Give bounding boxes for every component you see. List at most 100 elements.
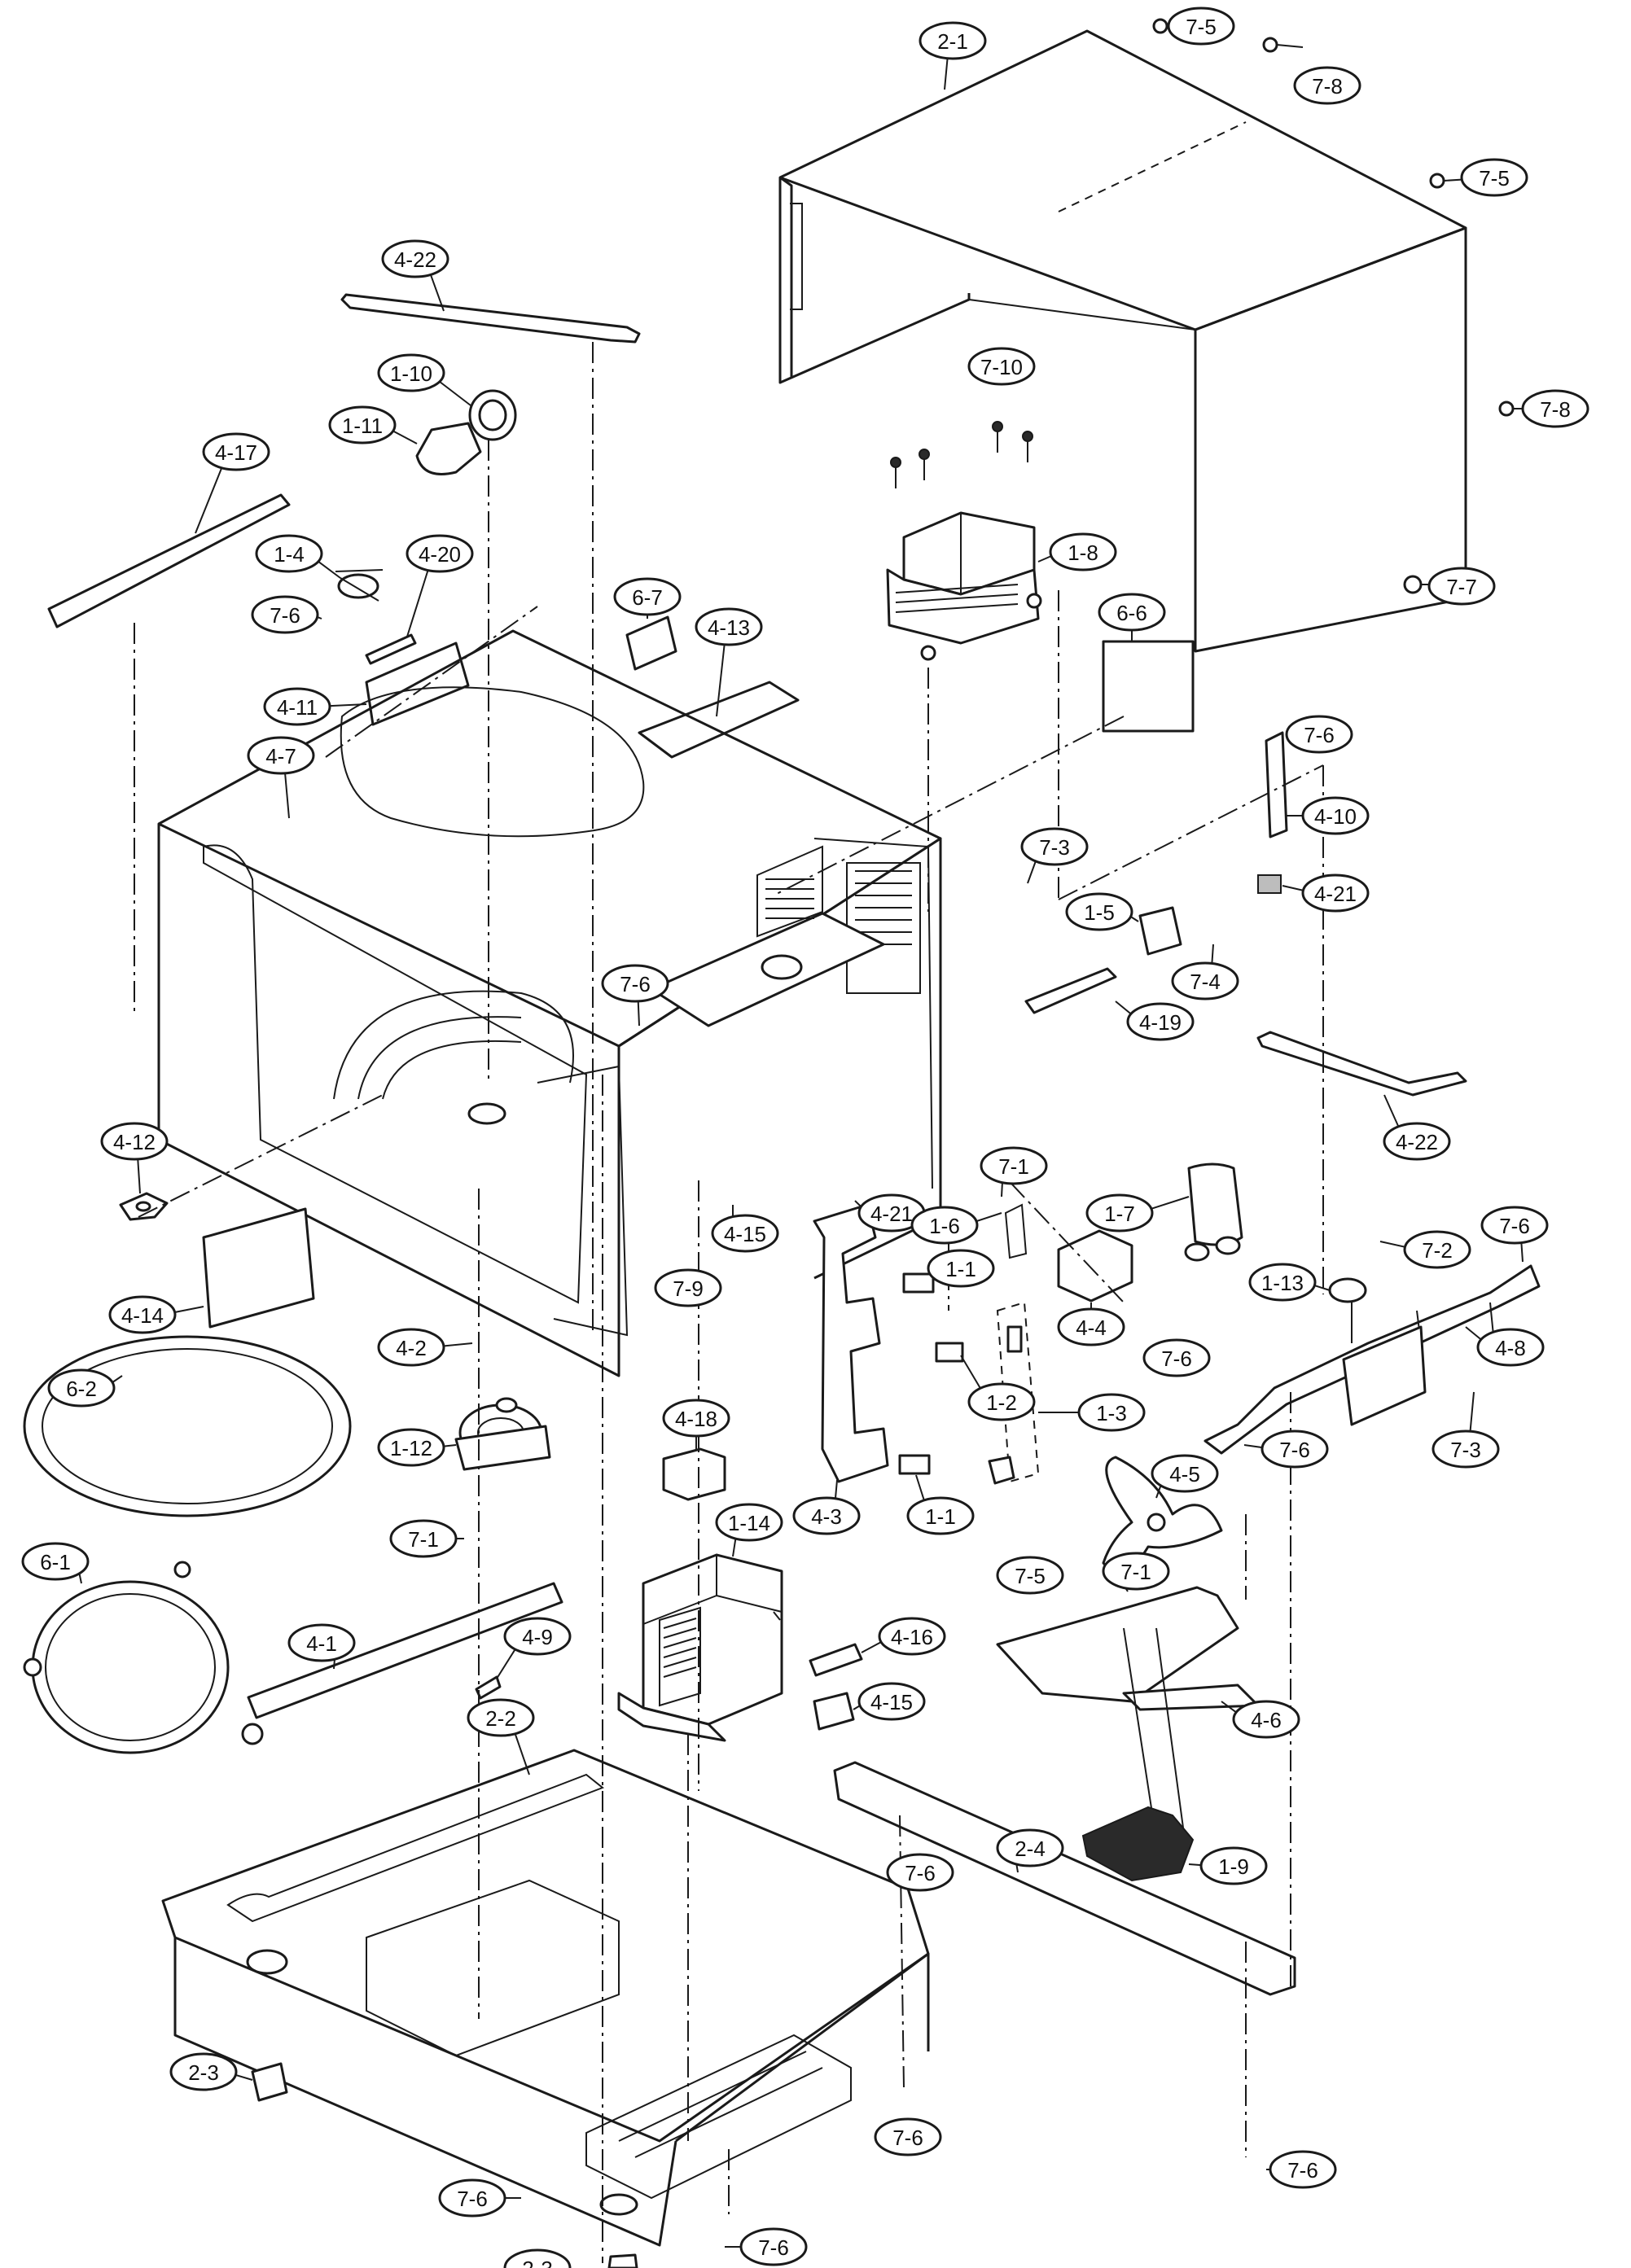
callout-bubble	[1432, 1430, 1500, 1469]
callout-bubble	[711, 1214, 779, 1253]
callout-label: 1-11	[342, 414, 383, 438]
callout-label: 7-6	[758, 2235, 789, 2260]
callout-leader	[915, 1474, 926, 1503]
magnetron	[886, 421, 1042, 661]
callout-label: 7-6	[905, 1861, 936, 1885]
callout-bubble	[1301, 873, 1370, 913]
callout-label: 7-6	[1161, 1346, 1192, 1371]
callout-label: 7-2	[1422, 1238, 1453, 1263]
callout-4-12: 4-12	[100, 1122, 169, 1194]
callout-1-3: 1-3	[1038, 1393, 1146, 1432]
callout-7-6: 7-6	[438, 2178, 521, 2218]
callout-1-11: 1-11	[328, 405, 418, 444]
callout-4-16: 4-16	[861, 1617, 946, 1656]
glass-turntable	[23, 1335, 352, 1517]
callout-7-5: 7-5	[1460, 158, 1528, 197]
callout-label: 4-19	[1139, 1010, 1182, 1035]
callout-label: 7-9	[673, 1276, 704, 1301]
callout-label: 7-1	[998, 1154, 1029, 1179]
callout-leader	[1469, 1391, 1475, 1434]
callout-label: 7-8	[1540, 397, 1571, 422]
callout-label: 7-6	[620, 972, 651, 996]
callout-bubble	[1301, 796, 1370, 835]
callout-label: 2-4	[1015, 1837, 1046, 1861]
sheet-4-14	[202, 1207, 315, 1329]
callout-leader	[173, 1306, 204, 1314]
hv-capacitor	[1184, 1162, 1243, 1262]
callout-bubble	[1102, 1552, 1170, 1591]
callout-4-19: 4-19	[1115, 1000, 1195, 1041]
callout-label: 4-5	[1169, 1462, 1200, 1486]
callout-bubble	[1167, 7, 1235, 46]
callout-4-13: 4-13	[695, 607, 763, 717]
callout-label: 1-8	[1068, 541, 1098, 565]
callout-leader	[437, 379, 471, 406]
callout-7-6: 7-6	[1266, 2150, 1337, 2189]
callout-leader	[1027, 859, 1037, 884]
coupler-4-12	[119, 1192, 169, 1221]
callout-leader	[834, 1479, 838, 1500]
callout-bubble	[996, 1556, 1064, 1595]
callout-label: 4-21	[1314, 882, 1357, 906]
strip-4-1	[247, 1582, 563, 1719]
callout-7-10: 7-10	[967, 347, 1036, 386]
magnetron-screws	[890, 421, 1033, 488]
callout-7-7: 7-7	[1427, 567, 1496, 606]
callout-4-22: 4-22	[1383, 1094, 1451, 1161]
callout-6-7: 6-7	[613, 577, 682, 619]
callout-leader	[137, 1157, 141, 1194]
callout-7-3: 7-3	[1432, 1391, 1500, 1469]
callout-leader	[327, 703, 367, 707]
callout-bubble	[886, 1853, 954, 1892]
callout-bubble	[1383, 1122, 1451, 1161]
callout-bubble	[613, 577, 682, 616]
callout-label: 6-1	[40, 1550, 71, 1574]
callout-bubble	[1476, 1328, 1545, 1367]
callout-leader	[1383, 1094, 1401, 1129]
callout-7-8: 7-8	[1293, 66, 1361, 105]
callout-label: 4-8	[1495, 1336, 1526, 1360]
oven-cavity	[157, 629, 942, 1377]
callout-label: 4-4	[1076, 1316, 1107, 1340]
callout-label: 4-13	[708, 615, 750, 640]
callout-7-6: 7-6	[886, 1853, 954, 1892]
callout-2-3: 2-3	[503, 2248, 572, 2268]
callout-6-6: 6-6	[1098, 593, 1166, 641]
callout-label: 4-22	[394, 247, 436, 272]
callout-label: 7-5	[1015, 1564, 1046, 1588]
callout-label: 4-22	[1396, 1130, 1438, 1154]
feet	[251, 2062, 638, 2268]
callout-bubble	[878, 1617, 946, 1656]
callout-leader	[283, 771, 290, 819]
callout-7-1: 7-1	[1102, 1552, 1170, 1592]
callout-bubble	[695, 607, 763, 646]
callout-label: 7-6	[892, 2126, 923, 2150]
callout-1-14: 1-14	[715, 1503, 783, 1557]
callout-4-11: 4-11	[263, 687, 367, 726]
callout-label: 4-12	[113, 1130, 156, 1154]
callout-label: 4-11	[277, 695, 318, 720]
callout-leader	[974, 1212, 1002, 1223]
callout-leader	[1465, 1326, 1484, 1342]
callout-7-6: 7-6	[1285, 715, 1353, 754]
callout-bubble	[108, 1295, 177, 1334]
callout-bubble	[996, 1828, 1064, 1867]
outer-cabinet	[778, 29, 1467, 653]
block-4-18	[662, 1447, 726, 1501]
callout-leader	[234, 2073, 253, 2081]
callout-1-1: 1-1	[927, 1249, 995, 1288]
callout-4-6: 4-6	[1221, 1700, 1300, 1739]
callout-bubble	[739, 2227, 808, 2266]
callout-4-22: 4-22	[381, 239, 449, 312]
callout-1-12: 1-12	[377, 1428, 457, 1467]
callout-7-5: 7-5	[1167, 7, 1235, 46]
callout-label: 7-7	[1446, 575, 1477, 599]
callout-bubble	[377, 353, 445, 392]
callout-label: 7-6	[1304, 723, 1335, 747]
callout-4-5: 4-5	[1151, 1454, 1219, 1499]
callout-leader	[195, 466, 223, 534]
callout-bubble	[906, 1496, 975, 1535]
callout-label: 4-9	[522, 1625, 553, 1649]
callout-label: 1-2	[986, 1390, 1017, 1415]
callout-leader	[1313, 1284, 1331, 1291]
